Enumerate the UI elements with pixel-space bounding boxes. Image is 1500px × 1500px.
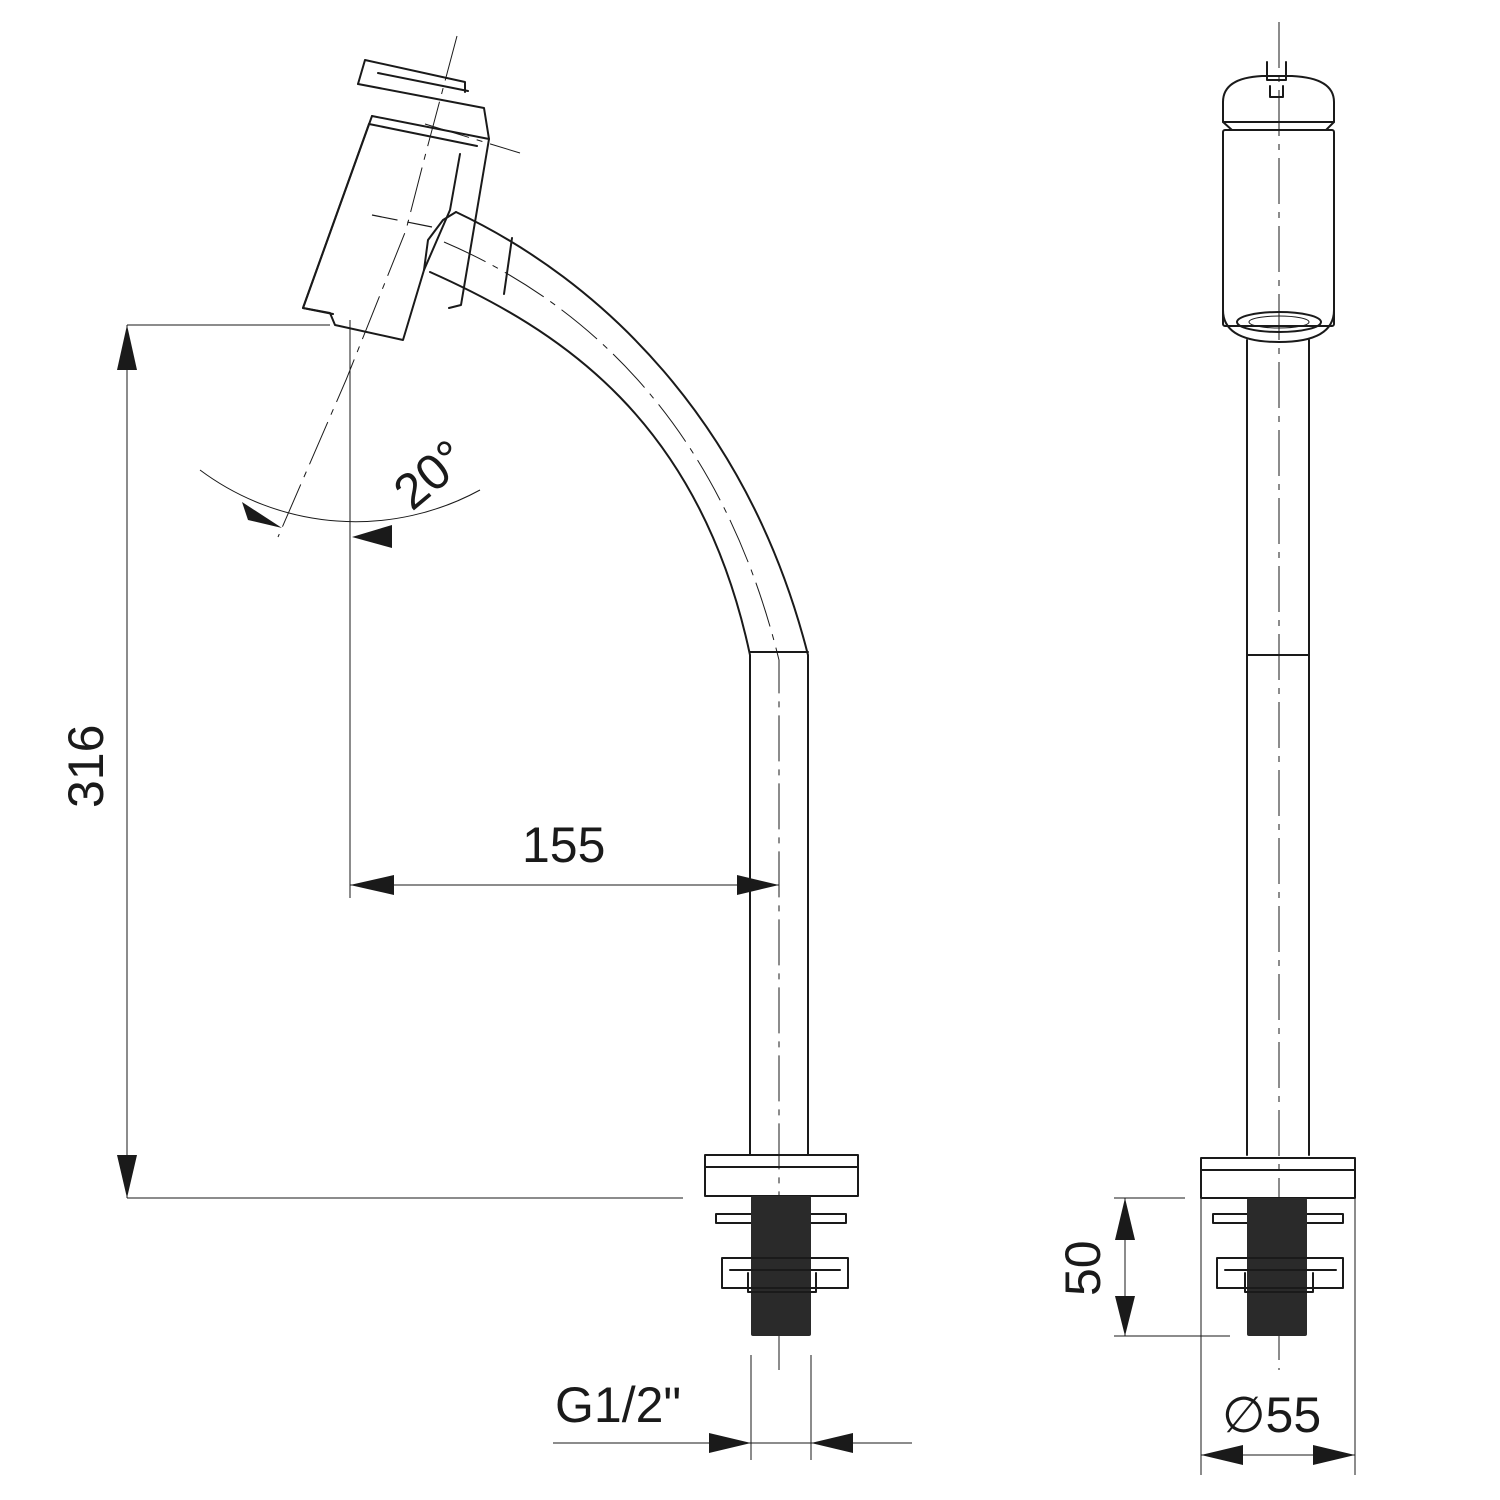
diameter-label: ∅55	[1222, 1387, 1321, 1443]
diameter-dimension: ∅55	[1200, 1198, 1356, 1475]
front-head	[1222, 61, 1335, 343]
angle-arc	[199, 469, 481, 523]
shank-label: 50	[1055, 1240, 1111, 1296]
reach-label: 155	[522, 817, 605, 873]
side-view: 20° 316 155 G1/2"	[58, 35, 912, 1460]
spout-head	[277, 35, 521, 538]
front-view: 50 ∅55	[1055, 22, 1356, 1475]
height-dimension: 316	[58, 325, 137, 1198]
height-label: 316	[58, 725, 114, 808]
base-flange	[704, 1154, 859, 1197]
threaded-shank	[715, 1196, 849, 1336]
front-shank	[1212, 1198, 1344, 1336]
reach-dimension: 155	[350, 817, 779, 895]
angle-arrow-right	[352, 525, 392, 548]
shank-dimension: 50	[1055, 1197, 1230, 1337]
thread-dimension: G1/2"	[553, 1355, 912, 1460]
spout-pipe	[429, 211, 809, 1370]
angle-arrow-left	[242, 502, 282, 528]
thread-label: G1/2"	[555, 1377, 681, 1433]
front-flange	[1200, 1157, 1356, 1199]
front-pipe	[1246, 339, 1310, 1156]
angle-label: 20°	[383, 429, 477, 521]
